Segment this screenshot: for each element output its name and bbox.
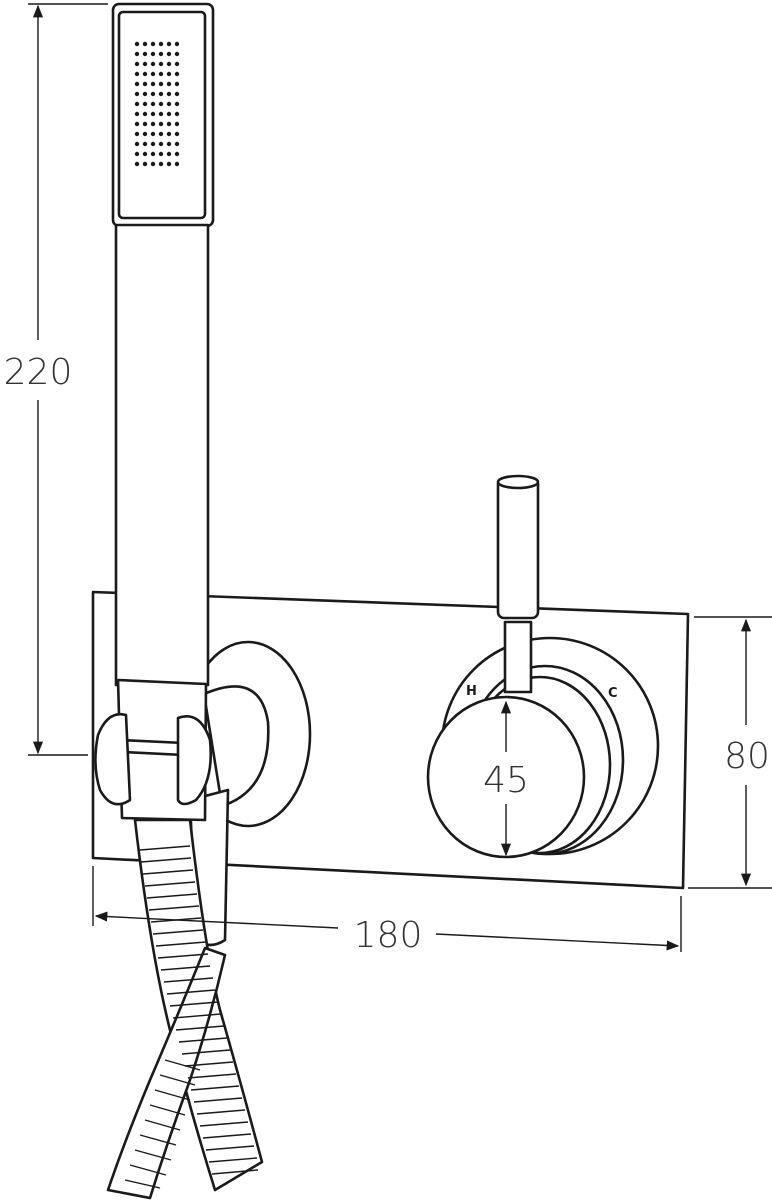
dim-45-label: 45 xyxy=(483,760,529,801)
control-knob xyxy=(426,695,586,859)
hose-icon xyxy=(106,818,264,1200)
cold-label: C xyxy=(608,686,618,701)
spray-nozzles xyxy=(134,41,180,167)
mixer-handle-icon xyxy=(496,474,540,694)
dimension-80: 80 xyxy=(688,616,772,889)
dim-180-label: 180 xyxy=(354,915,423,956)
dimension-180: 180 xyxy=(92,866,682,956)
hot-label: H xyxy=(466,684,477,699)
dim-80-label: 80 xyxy=(724,736,770,777)
dimension-220: 220 xyxy=(4,3,108,756)
dim-220-label: 220 xyxy=(4,352,73,393)
shower-head-icon xyxy=(94,2,215,822)
dimension-45: 45 xyxy=(483,700,529,857)
